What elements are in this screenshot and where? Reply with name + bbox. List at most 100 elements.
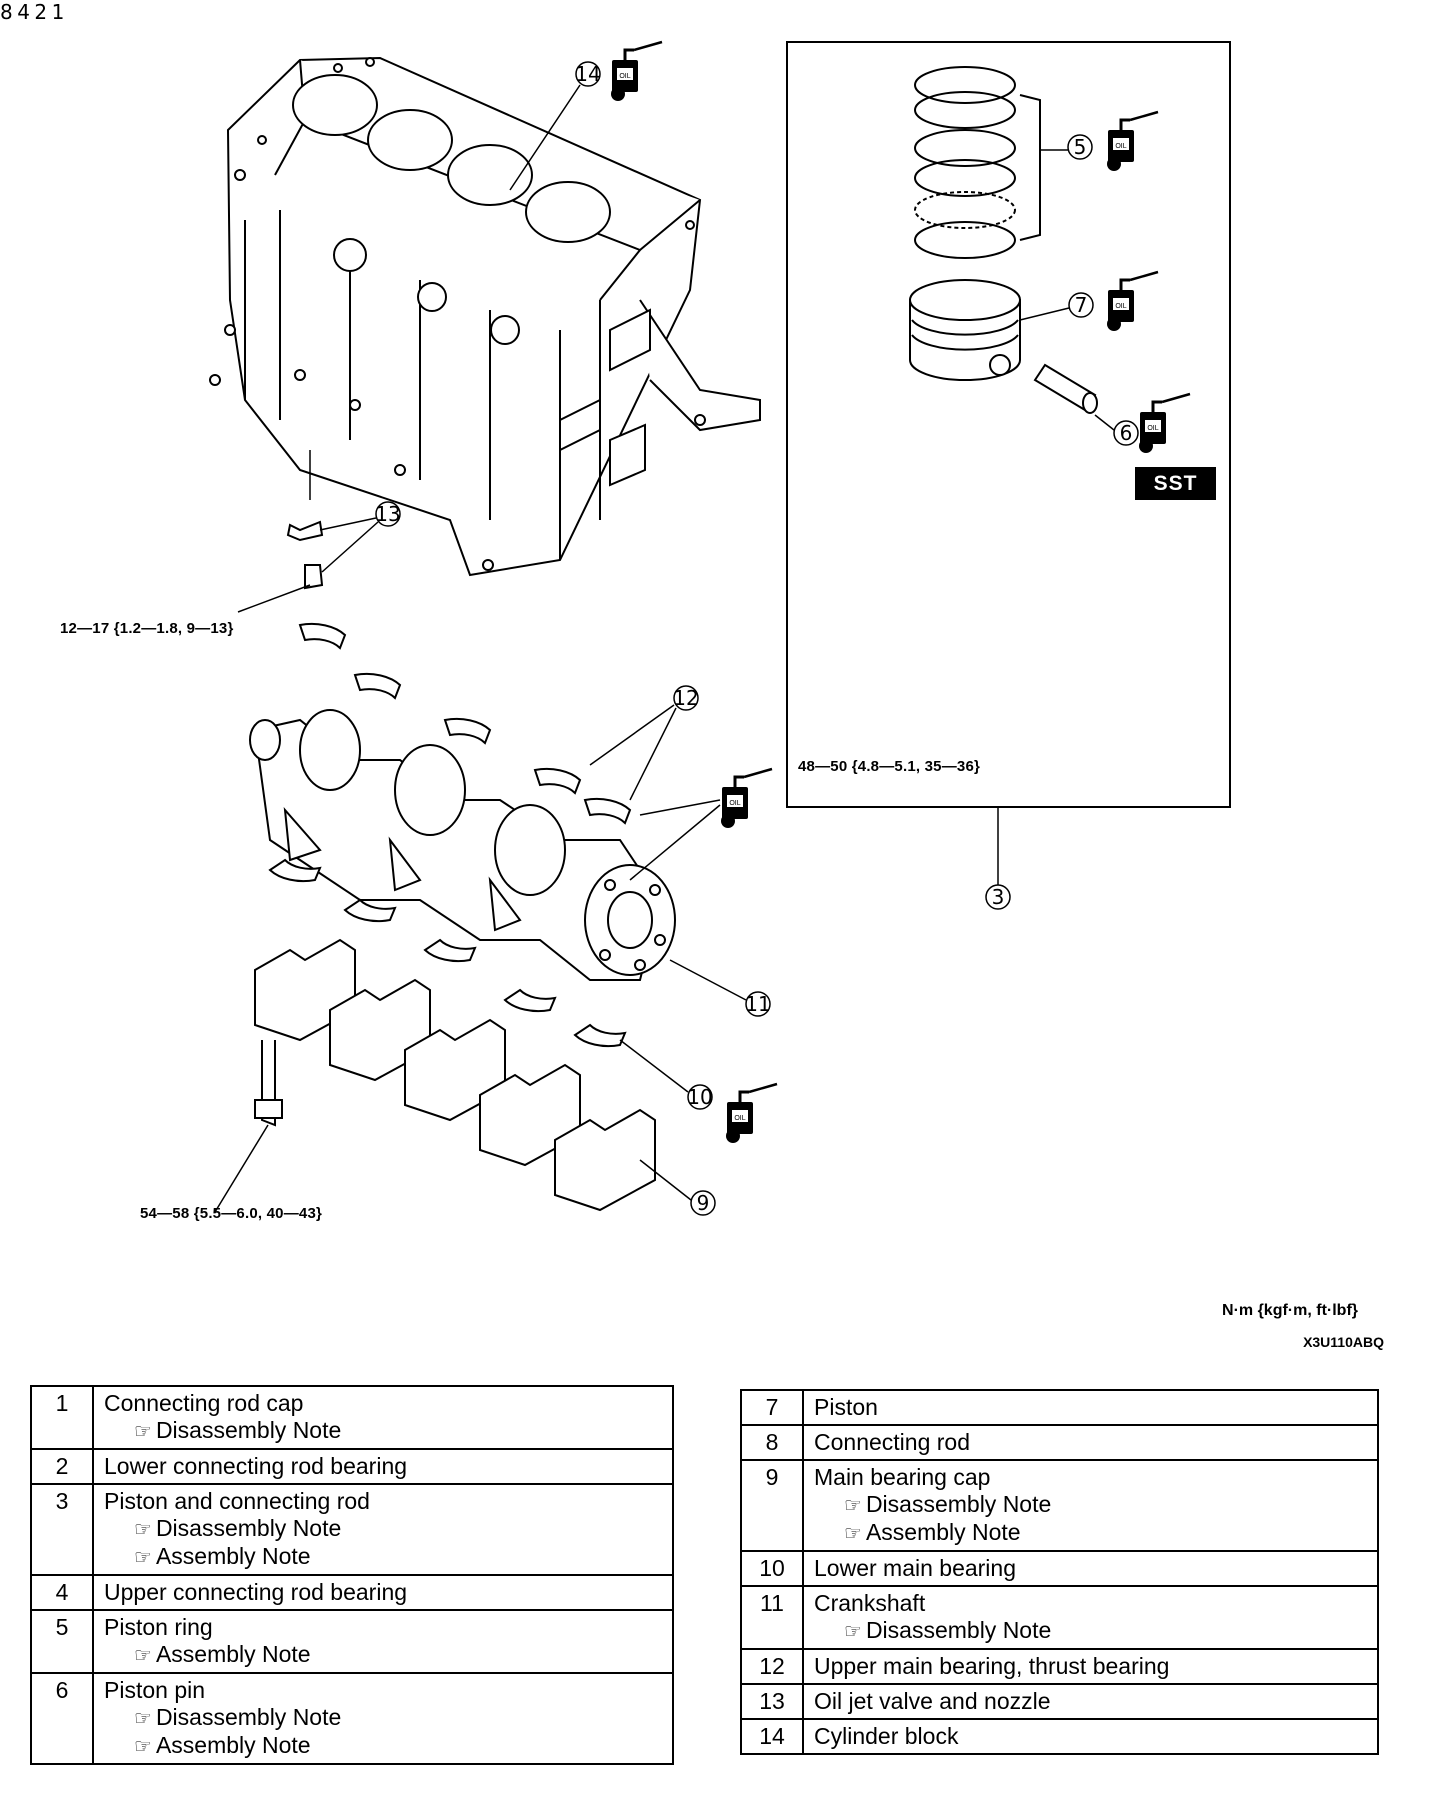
pointing-hand-icon: ☞ <box>844 1521 862 1545</box>
callout-4: 4 <box>17 0 30 24</box>
part-description: Piston ring☞Assembly Note <box>92 1609 674 1674</box>
piston-rings <box>914 66 1041 259</box>
pointing-hand-icon: ☞ <box>134 1643 152 1667</box>
part-description: Cylinder block <box>802 1718 1379 1755</box>
reference-note-link[interactable]: ☞Assembly Note <box>814 1519 1369 1547</box>
torque-spec-oil-jet: 12—17 {1.2—1.8, 9—13} <box>60 620 234 637</box>
sst-badge: SST <box>1135 467 1216 500</box>
oil-badge-text: OIL <box>1115 303 1126 310</box>
reference-note-link[interactable]: ☞Assembly Note <box>104 1641 664 1669</box>
pointing-hand-icon: ☞ <box>844 1493 862 1517</box>
part-description: Piston and connecting rod☞Disassembly No… <box>92 1483 674 1576</box>
note-label: Disassembly Note <box>155 1515 342 1541</box>
callout-7: 7 <box>1075 293 1088 317</box>
reference-note-link[interactable]: ☞Assembly Note <box>104 1543 664 1571</box>
table-row: 12 Upper main bearing, thrust bearing <box>740 1648 1379 1685</box>
part-description: Lower main bearing <box>802 1550 1379 1587</box>
part-name: Crankshaft <box>814 1590 926 1616</box>
callout-2: 2 <box>34 0 48 24</box>
main-bearing-shells <box>268 622 632 1048</box>
oil-icon <box>1105 110 1160 173</box>
exploded-diagram: 14 13 12 11 <box>209 40 1231 1216</box>
oil-badge-text: OIL <box>1147 425 1158 432</box>
part-description: Piston pin☞Disassembly Note☞Assembly Not… <box>92 1672 674 1765</box>
part-description: Upper main bearing, thrust bearing <box>802 1648 1379 1685</box>
part-number: 13 <box>740 1683 804 1720</box>
pointing-hand-icon: ☞ <box>134 1419 152 1443</box>
oil-icon <box>1137 392 1192 455</box>
reference-note-link[interactable]: ☞Disassembly Note <box>104 1704 664 1732</box>
pointing-hand-icon: ☞ <box>134 1734 152 1758</box>
pointing-hand-icon: ☞ <box>844 1619 862 1643</box>
part-number: 9 <box>740 1459 804 1552</box>
part-number: 2 <box>30 1448 94 1485</box>
part-name: Upper connecting rod bearing <box>104 1579 408 1605</box>
part-name: Piston and connecting rod <box>104 1488 370 1514</box>
oil-icon <box>609 40 664 103</box>
oil-icon <box>719 767 774 830</box>
oil-icon <box>1105 270 1160 333</box>
note-label: Assembly Note <box>155 1543 311 1569</box>
reference-note-link[interactable]: ☞Disassembly Note <box>814 1617 1369 1645</box>
callout-8: 8 <box>0 0 13 24</box>
part-description: Upper connecting rod bearing <box>92 1574 674 1611</box>
oil-badge-text: OIL <box>1115 143 1126 150</box>
note-label: Assembly Note <box>155 1732 311 1758</box>
part-number: 6 <box>30 1672 94 1765</box>
piston-pin <box>1033 363 1098 414</box>
callout-13: 13 <box>375 502 400 526</box>
part-number: 11 <box>740 1585 804 1650</box>
part-name: Upper main bearing, thrust bearing <box>814 1653 1170 1679</box>
part-description: Crankshaft☞Disassembly Note <box>802 1585 1379 1650</box>
reference-note-link[interactable]: ☞Disassembly Note <box>104 1515 664 1543</box>
oil-icon <box>724 1082 779 1145</box>
reference-note-link[interactable]: ☞Disassembly Note <box>814 1491 1369 1519</box>
note-label: Disassembly Note <box>865 1491 1052 1517</box>
part-name: Lower main bearing <box>814 1555 1017 1581</box>
cylinder-block <box>209 56 761 577</box>
figure-code: X3U110ABQ <box>1303 1334 1384 1350</box>
part-description: Main bearing cap☞Disassembly Note☞Assemb… <box>802 1459 1379 1552</box>
part-number: 8 <box>740 1424 804 1461</box>
part-description: Connecting rod cap☞Disassembly Note <box>92 1385 674 1450</box>
oil-jet-valve-and-nozzle <box>286 520 324 590</box>
part-name: Connecting rod <box>814 1429 970 1455</box>
reference-note-link[interactable]: ☞Disassembly Note <box>104 1417 664 1445</box>
oil-badge-text: OIL <box>619 73 630 80</box>
pointing-hand-icon: ☞ <box>134 1545 152 1569</box>
part-description: Oil jet valve and nozzle <box>802 1683 1379 1720</box>
reference-note-link[interactable]: ☞Assembly Note <box>104 1732 664 1760</box>
piston-rod-assembly-frame <box>786 41 1231 808</box>
torque-spec-rod-cap: 48—50 {4.8—5.1, 35—36} <box>798 758 981 775</box>
callout-14: 14 <box>575 62 600 86</box>
units-legend: N·m {kgf·m, ft·lbf} <box>1222 1302 1358 1319</box>
part-name: Connecting rod cap <box>104 1390 304 1416</box>
note-label: Assembly Note <box>865 1519 1021 1545</box>
torque-spec-main-cap: 54—58 {5.5—6.0, 40—43} <box>140 1205 323 1222</box>
part-number: 1 <box>30 1385 94 1450</box>
callout-5: 5 <box>1074 135 1087 159</box>
callout-12: 12 <box>673 686 698 710</box>
callout-11: 11 <box>745 992 770 1016</box>
note-label: Disassembly Note <box>155 1417 342 1443</box>
part-number: 12 <box>740 1648 804 1685</box>
part-name: Main bearing cap <box>814 1464 991 1490</box>
callout-3: 3 <box>992 885 1005 909</box>
callout-1: 1 <box>51 0 65 24</box>
part-name: Cylinder block <box>814 1723 959 1749</box>
callout-6: 6 <box>1120 421 1133 445</box>
note-label: Disassembly Note <box>865 1617 1052 1643</box>
pointing-hand-icon: ☞ <box>134 1706 152 1730</box>
oil-badge-text: OIL <box>734 1115 745 1122</box>
